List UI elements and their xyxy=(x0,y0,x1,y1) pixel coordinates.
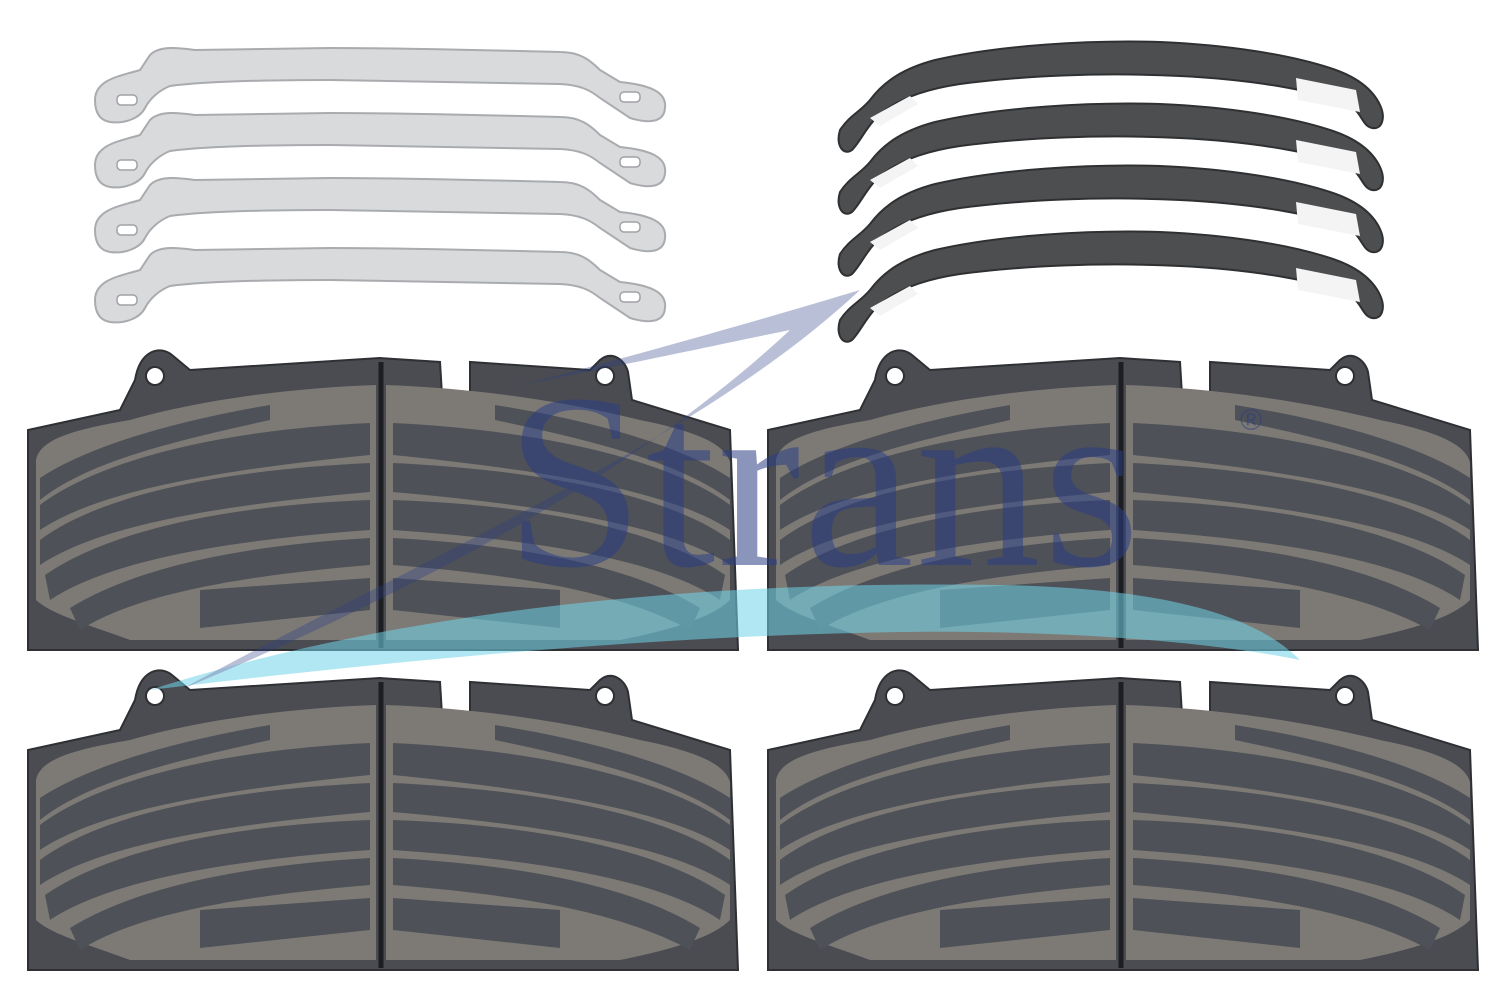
brake-pad-icon xyxy=(768,670,1478,970)
watermark-brand-text: Strans xyxy=(505,343,1142,620)
brake-pad-icon xyxy=(28,670,738,970)
watermark-registered-mark: ® xyxy=(1240,404,1262,437)
brand-watermark: Strans ® xyxy=(150,290,1300,690)
watermark-swoosh-cyan xyxy=(150,584,1300,690)
watermark-swoosh-navy xyxy=(180,290,860,690)
